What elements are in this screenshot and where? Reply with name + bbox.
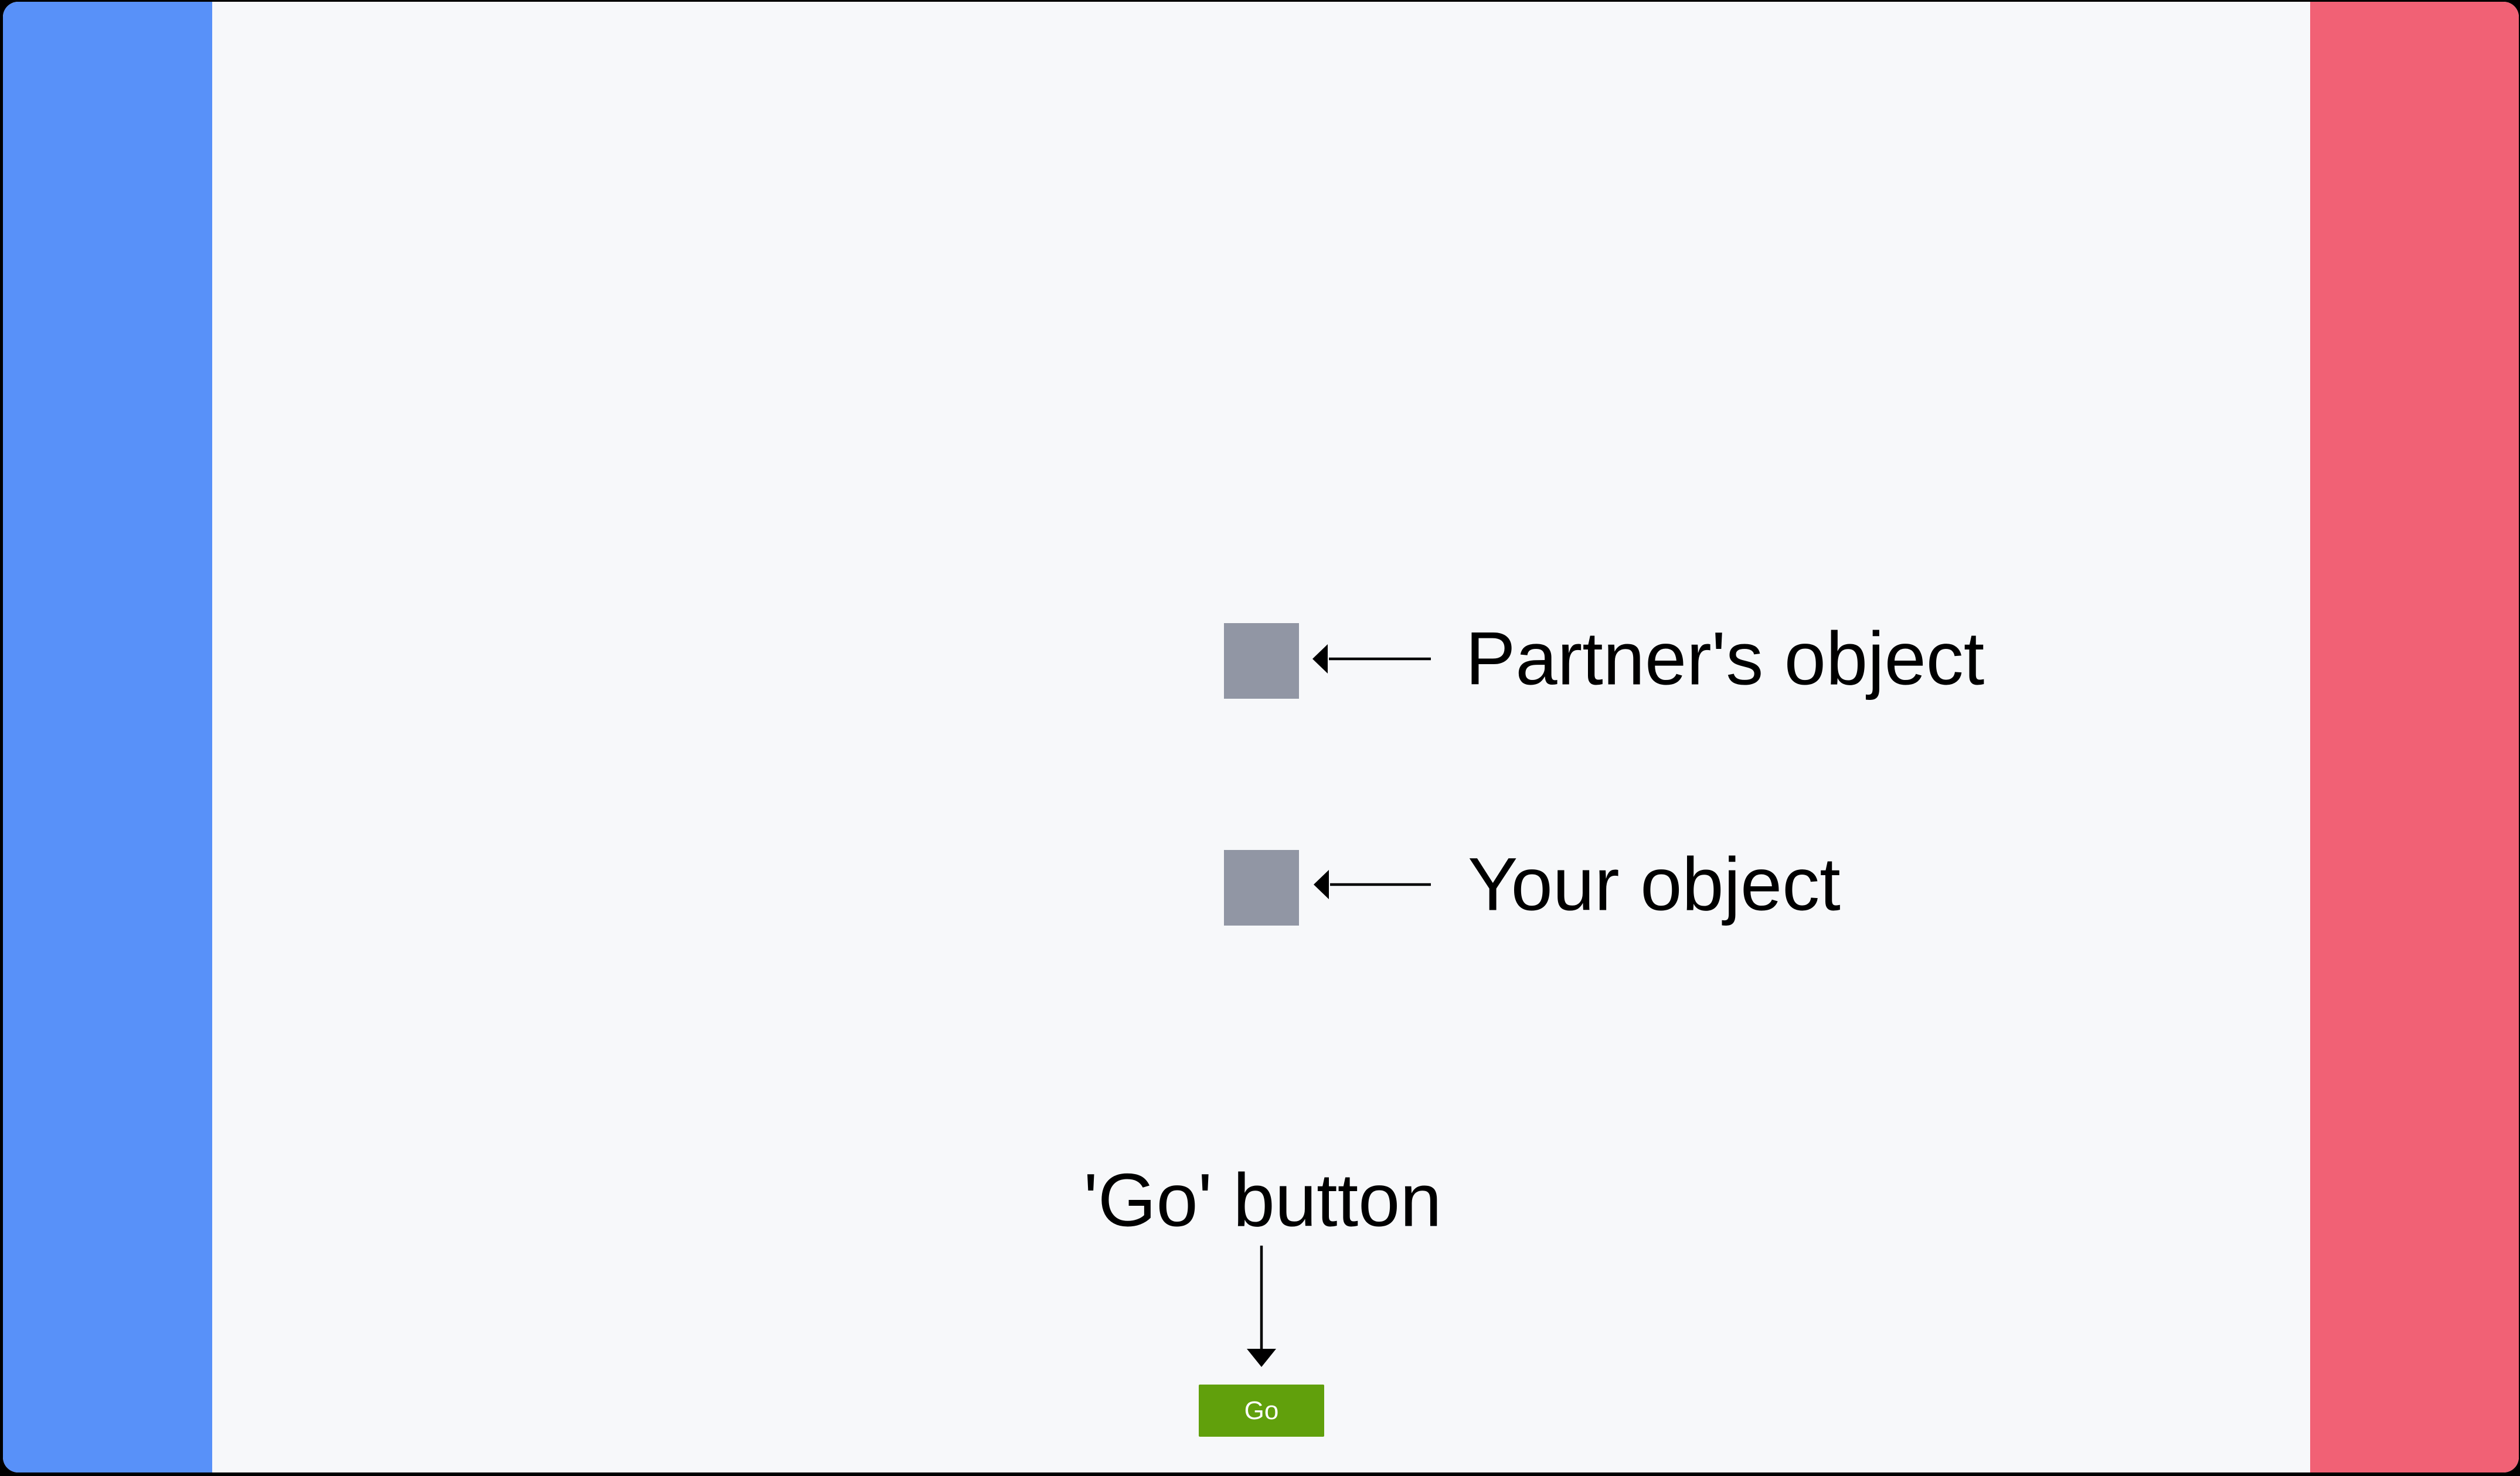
go-button-arrow (1247, 1246, 1276, 1367)
your-object-square[interactable] (1224, 850, 1299, 926)
partner-object-square (1224, 623, 1299, 699)
partner-object-label: Partner's object (1465, 617, 1985, 701)
annotation-arrows (1247, 644, 1431, 1367)
right-red-zone (2310, 2, 2519, 1472)
experiment-window: Partner's object Your object 'Go' button… (3, 2, 2519, 1472)
go-button[interactable]: Go (1199, 1385, 1324, 1437)
your-object-arrow (1314, 870, 1431, 899)
your-object-label: Your object (1468, 842, 1841, 927)
left-blue-zone (3, 2, 212, 1472)
go-button-annotation: 'Go' button (1083, 1158, 1442, 1243)
partner-object-arrow (1312, 644, 1431, 674)
